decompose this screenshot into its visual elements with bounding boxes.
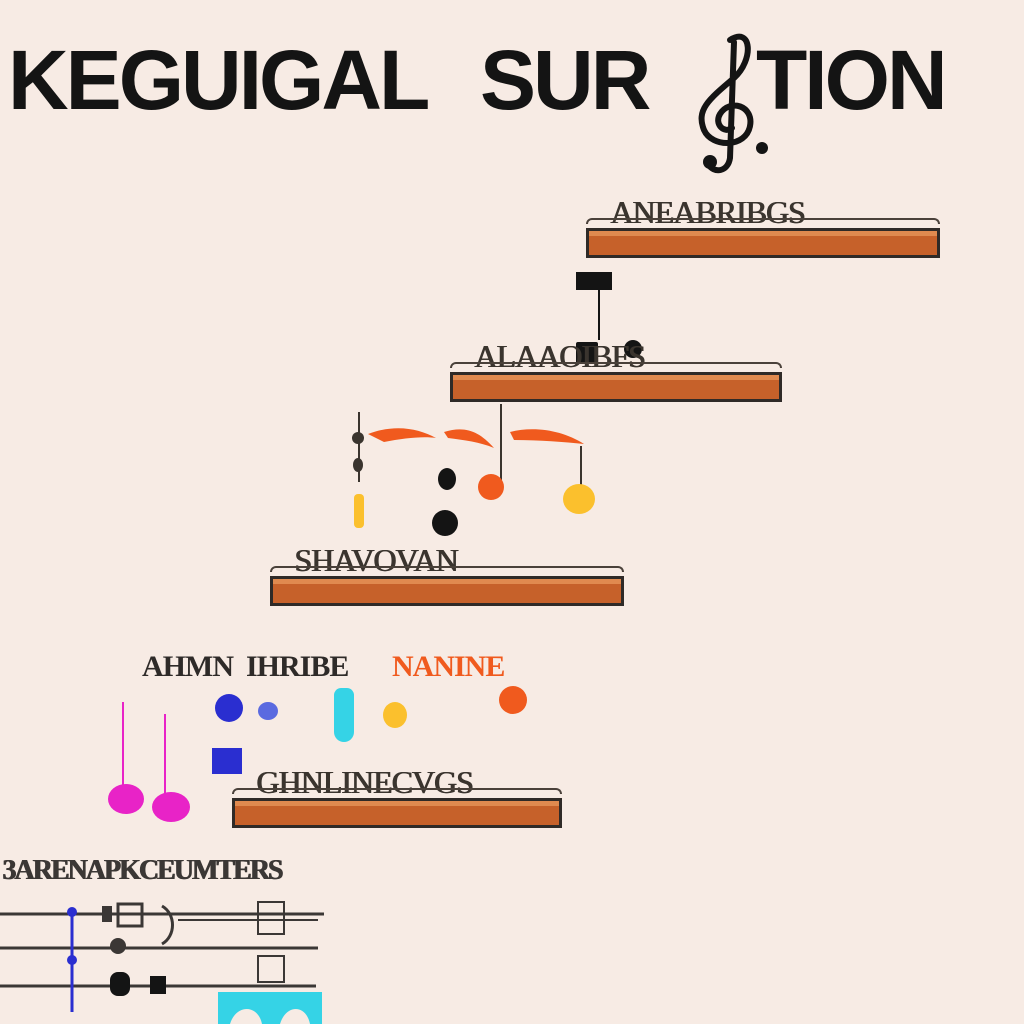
yellow-note-head: [563, 484, 595, 514]
shelf-label: GHNLINECVGS: [256, 766, 474, 798]
cyan-flask: [334, 688, 354, 742]
title-row: KEGUIGAL SUR TION: [8, 30, 1018, 174]
orange-note-head: [499, 686, 527, 714]
note-head: [352, 432, 364, 444]
shelf-1: ANEABRIBGS: [586, 186, 940, 258]
shelf-label: ANEABRIBGS: [610, 196, 805, 228]
blue-square: [212, 748, 242, 774]
note-stem: [358, 412, 360, 482]
title-word-3: TION: [756, 33, 948, 127]
shelf-rail: [270, 566, 624, 572]
note-label-1: AHMN: [142, 650, 234, 683]
note-stem: [580, 446, 582, 486]
note-label-2: IHRIBE: [246, 650, 349, 683]
shelf-4: GHNLINECVGS: [232, 766, 562, 828]
wooden-plank: [450, 372, 782, 402]
wooden-plank: [586, 228, 940, 258]
connector-line: [598, 290, 600, 340]
shelf-label: SHAVOVAN: [294, 544, 458, 576]
wooden-plank: [232, 798, 562, 828]
note-stem: [500, 404, 502, 484]
orange-beams: [368, 428, 584, 448]
orange-note-head: [478, 474, 504, 500]
magenta-note-head: [108, 784, 144, 814]
music-staff: [0, 901, 324, 1024]
shelf-rail: [450, 362, 782, 368]
blue-note-head: [215, 694, 243, 722]
shelf-rail: [232, 788, 562, 794]
yellow-note-head: [383, 702, 407, 728]
blue-note-small: [258, 702, 278, 720]
note-label-3: NANINE: [392, 650, 505, 683]
title-word-2: SUR: [480, 33, 651, 127]
yellow-note-stem: [354, 494, 364, 528]
footer-title: 3ARENAPKCEUMTERS: [2, 855, 283, 886]
note-head: [432, 510, 458, 536]
note-head: [624, 340, 642, 358]
magenta-note-stem: [164, 714, 166, 794]
treble-clef-icon: [698, 33, 768, 174]
shelf-3: SHAVOVAN: [270, 542, 624, 606]
note-head: [438, 468, 456, 490]
magenta-note-head: [152, 792, 190, 822]
square-marker: [576, 272, 612, 290]
wooden-plank: [270, 576, 624, 606]
title-word-1: KEGUIGAL: [8, 33, 430, 127]
shelf-2: ALAAOIBFS: [450, 338, 782, 402]
magenta-note-stem: [122, 702, 124, 792]
shelf-label: ALAAOIBFS: [474, 340, 646, 372]
note-head: [353, 458, 363, 472]
shelf-rail: [586, 218, 940, 224]
square-marker: [576, 342, 598, 364]
